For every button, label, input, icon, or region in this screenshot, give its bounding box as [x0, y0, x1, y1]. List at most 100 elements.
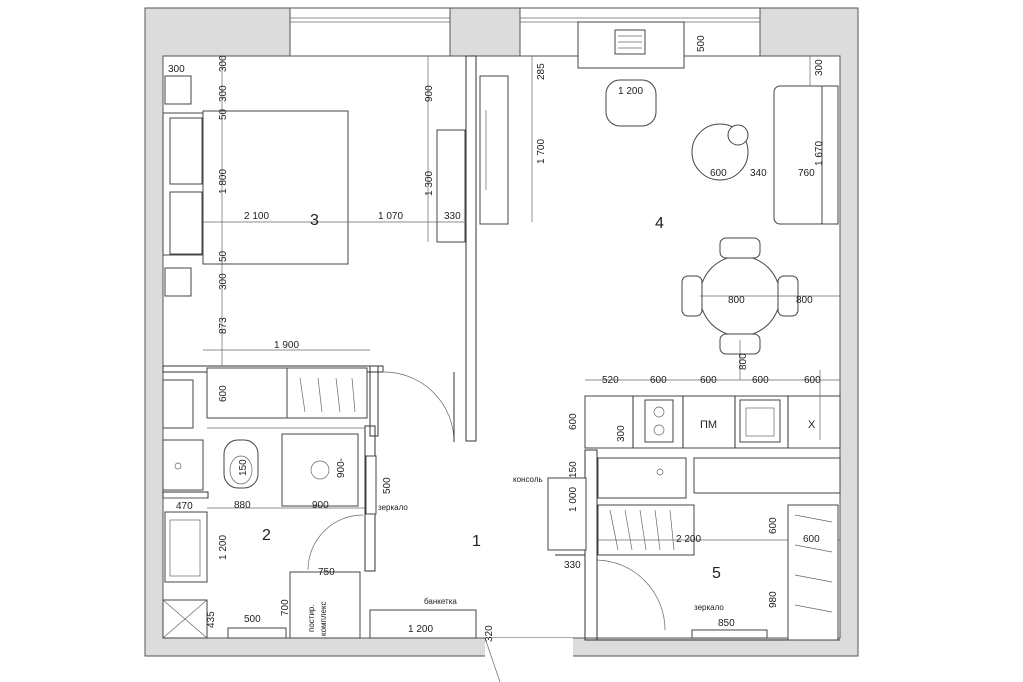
dim: 500 [696, 35, 707, 52]
dim: 1 800 [218, 169, 229, 194]
walls [144, 7, 859, 658]
dim: 300 [218, 85, 229, 102]
room-3-label: 3 [310, 212, 319, 229]
dim: 520 [602, 375, 619, 386]
dim: 1 300 [424, 171, 435, 196]
label-konsol: консоль [513, 475, 543, 484]
dimensions: 300 300 300 900 285 500 1 200 300 1 700 … [168, 35, 825, 642]
dim: 600 [804, 375, 821, 386]
dim: 600 [768, 517, 779, 534]
dim: 285 [536, 63, 547, 80]
dim: 1 200 [218, 535, 229, 560]
living-room [531, 21, 840, 355]
dim: 900 [424, 85, 435, 102]
room-4-label: 4 [655, 215, 664, 232]
shelf-bath [162, 379, 194, 429]
console [547, 477, 587, 551]
dim: 1 670 [814, 141, 825, 166]
dim: 750 [318, 567, 335, 578]
hall-wardrobe [597, 504, 695, 556]
dim: 600 [752, 375, 769, 386]
door-swing-bedroom [383, 371, 455, 443]
entrance-gap [485, 638, 573, 658]
tall-wardrobe [787, 504, 839, 641]
room-1-label: 1 [472, 533, 481, 550]
stove [644, 399, 674, 443]
entrance-door [484, 637, 501, 682]
hallway [547, 477, 840, 641]
dim: 300 [168, 64, 185, 75]
dim: 800 [796, 295, 813, 306]
dim: 50 [218, 108, 229, 120]
room-5-label: 5 [712, 565, 721, 582]
bench [369, 609, 477, 639]
room-2-label: 2 [262, 527, 271, 544]
cabinet-1 [206, 367, 288, 419]
dim: 300 [616, 425, 627, 442]
mirror-bath [365, 455, 377, 515]
text-labels: консоль зеркало зеркало банкетка постир.… [307, 419, 816, 636]
dim: 873 [218, 317, 229, 334]
fridge [597, 457, 687, 499]
dim: 435 [206, 611, 217, 628]
label-postir: постир. [307, 604, 316, 632]
dim: 1 070 [378, 211, 403, 222]
dim: 600 [650, 375, 667, 386]
dim: 850 [718, 618, 735, 629]
door-swing-bath [307, 514, 364, 571]
room-numbers: 3 4 1 2 5 [262, 212, 721, 582]
label-banketka: банкетка [424, 597, 457, 606]
washing-machine [162, 439, 204, 491]
dim: 2 200 [676, 534, 701, 545]
dim: 330 [564, 560, 581, 571]
dim: 150 [238, 459, 249, 476]
dim: 1 200 [618, 86, 643, 97]
dim: 300 [814, 59, 825, 76]
pillow-1 [169, 117, 203, 185]
dim: 980 [768, 591, 779, 608]
laundry-complex [289, 571, 361, 639]
dim: 500 [382, 477, 393, 494]
shower [281, 433, 359, 507]
chair-top [719, 237, 761, 259]
label-x: Х [808, 419, 816, 431]
dim: 1 200 [408, 624, 433, 635]
label-zerkalo-hall: зеркало [694, 603, 724, 612]
sink [739, 399, 781, 443]
dim: 760 [798, 168, 815, 179]
toilet [223, 439, 259, 489]
dim: 470 [176, 501, 193, 512]
dim: 900 [312, 500, 329, 511]
dim: 500 [244, 614, 261, 625]
dim: 2 100 [244, 211, 269, 222]
door-swing-hall [596, 559, 666, 631]
dim: 800 [738, 353, 749, 370]
dim: 900- [336, 458, 347, 478]
pillow-2 [169, 191, 203, 255]
dim: 1 700 [536, 139, 547, 164]
bathroom [162, 367, 477, 639]
dim: 800 [728, 295, 745, 306]
dim: 150 [568, 461, 579, 478]
dim: 600 [700, 375, 717, 386]
dim: 600 [710, 168, 727, 179]
bath-sink [164, 511, 208, 583]
dim: 1 900 [274, 340, 299, 351]
dim: 300 [218, 55, 229, 72]
sofa-back [821, 85, 839, 225]
dim: 320 [484, 625, 495, 642]
dim: 1 000 [568, 487, 579, 512]
label-pm: ПМ [700, 419, 717, 431]
shelf-top [164, 75, 192, 105]
dim: 700 [280, 599, 291, 616]
kitchen-upper [693, 457, 841, 494]
bath-shelf [227, 627, 287, 639]
dim: 600 [568, 413, 579, 430]
dim: 50 [218, 250, 229, 262]
window-bedroom [289, 7, 451, 57]
dim: 600 [218, 385, 229, 402]
label-zerkalo-bath: зеркало [378, 503, 408, 512]
bed [202, 110, 349, 265]
desk-chair [605, 79, 657, 127]
